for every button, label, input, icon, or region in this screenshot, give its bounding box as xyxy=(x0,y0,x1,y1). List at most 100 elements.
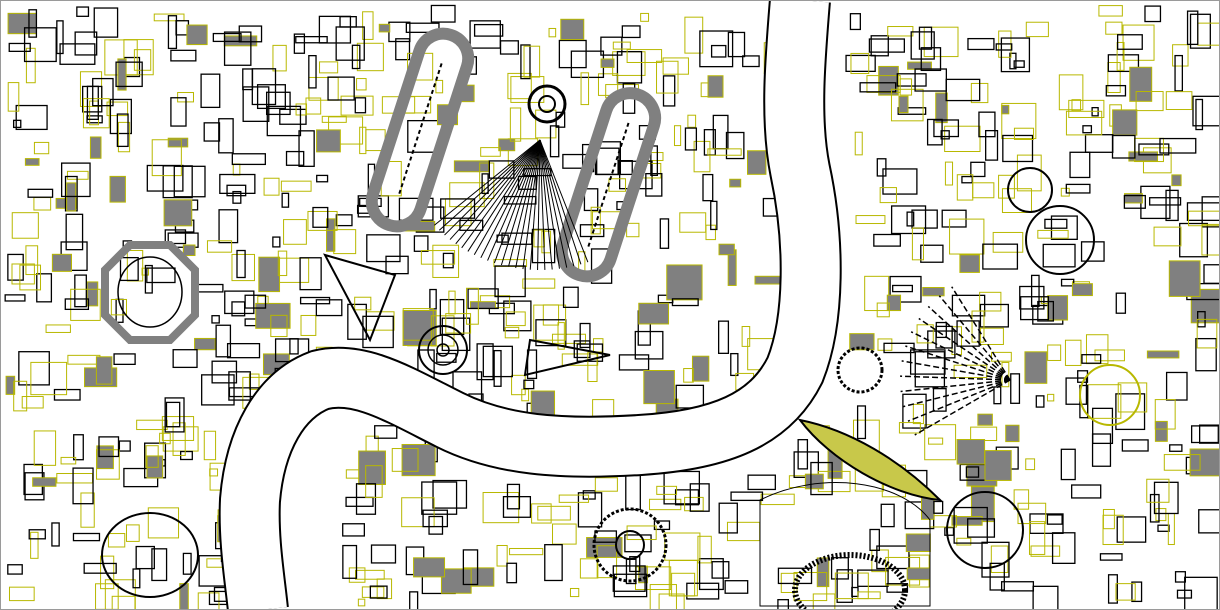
building-block xyxy=(342,544,358,579)
radial-avenue xyxy=(927,305,1011,381)
building-block xyxy=(82,98,110,129)
building-block xyxy=(194,337,216,351)
building-block xyxy=(1198,509,1220,534)
building-block xyxy=(979,303,1009,328)
building-block xyxy=(223,31,252,66)
building-block xyxy=(1001,102,1037,140)
building-block xyxy=(163,199,193,227)
building-block xyxy=(890,205,927,235)
building-block xyxy=(859,82,897,93)
building-block xyxy=(308,55,317,89)
building-block xyxy=(684,127,698,151)
building-block xyxy=(494,265,526,298)
building-block xyxy=(579,322,591,349)
building-block xyxy=(1155,508,1167,522)
building-block xyxy=(502,496,532,518)
building-block xyxy=(834,572,869,600)
building-block xyxy=(710,200,718,231)
building-block xyxy=(920,244,944,263)
building-block xyxy=(592,338,604,353)
building-block xyxy=(1025,21,1049,38)
amphitheatre xyxy=(792,552,908,610)
building-block xyxy=(209,468,219,477)
building-block xyxy=(8,42,31,52)
building-block xyxy=(11,212,39,239)
building-block xyxy=(25,245,39,276)
building-block xyxy=(523,379,535,390)
building-block xyxy=(435,79,444,94)
building-block xyxy=(439,298,465,336)
building-block xyxy=(1154,399,1176,430)
building-block xyxy=(76,6,90,17)
building-block xyxy=(70,288,101,321)
building-block xyxy=(898,422,921,434)
building-block xyxy=(289,338,299,355)
building-block xyxy=(918,26,933,50)
building-block xyxy=(608,178,627,192)
building-block xyxy=(549,125,560,158)
building-block xyxy=(30,531,39,559)
building-block xyxy=(231,301,246,317)
building-block xyxy=(906,211,915,227)
building-block xyxy=(1081,354,1102,364)
building-block xyxy=(742,55,760,68)
building-block xyxy=(265,91,291,116)
building-block xyxy=(218,118,234,154)
building-block xyxy=(1047,344,1062,361)
building-block xyxy=(552,523,577,545)
building-block xyxy=(671,572,696,597)
building-block xyxy=(710,44,727,58)
building-block xyxy=(1065,377,1088,405)
building-block xyxy=(402,308,434,341)
building-block xyxy=(1016,154,1042,192)
building-block xyxy=(897,107,927,115)
building-block xyxy=(730,491,764,502)
building-block xyxy=(1037,229,1069,239)
radial-avenue xyxy=(918,317,1011,381)
building-block xyxy=(1186,10,1199,46)
building-block xyxy=(92,77,114,107)
building-block xyxy=(482,345,513,378)
building-block xyxy=(1189,13,1211,49)
building-block xyxy=(89,136,102,159)
building-block xyxy=(147,507,180,539)
building-block xyxy=(1189,448,1220,477)
building-block xyxy=(295,103,308,116)
building-block xyxy=(522,278,556,289)
building-block xyxy=(1198,424,1220,444)
building-block xyxy=(244,294,267,309)
building-block xyxy=(928,437,944,445)
building-block xyxy=(503,300,532,332)
building-block xyxy=(200,73,221,109)
building-block xyxy=(935,92,948,124)
radial-avenue xyxy=(903,379,1011,408)
building-block xyxy=(357,598,366,607)
building-block xyxy=(203,122,221,142)
building-block xyxy=(587,351,598,382)
building-block xyxy=(662,57,689,75)
building-block xyxy=(729,178,742,188)
building-block xyxy=(12,119,22,129)
fan-ray xyxy=(461,139,541,249)
building-block xyxy=(118,440,131,452)
building-block xyxy=(1149,197,1182,206)
building-block xyxy=(878,65,899,96)
building-block xyxy=(856,405,867,440)
building-block xyxy=(561,353,599,366)
building-block xyxy=(161,416,195,441)
building-block xyxy=(19,264,42,291)
building-block xyxy=(864,275,890,312)
building-block xyxy=(453,160,490,173)
building-block xyxy=(1098,5,1123,17)
building-block xyxy=(65,213,84,251)
building-block xyxy=(401,497,435,528)
building-block xyxy=(597,73,619,96)
building-block xyxy=(689,483,710,512)
building-block xyxy=(1159,137,1197,154)
building-block xyxy=(1035,395,1045,408)
building-block xyxy=(979,291,1002,312)
building-block xyxy=(924,424,957,461)
building-block xyxy=(707,75,724,98)
